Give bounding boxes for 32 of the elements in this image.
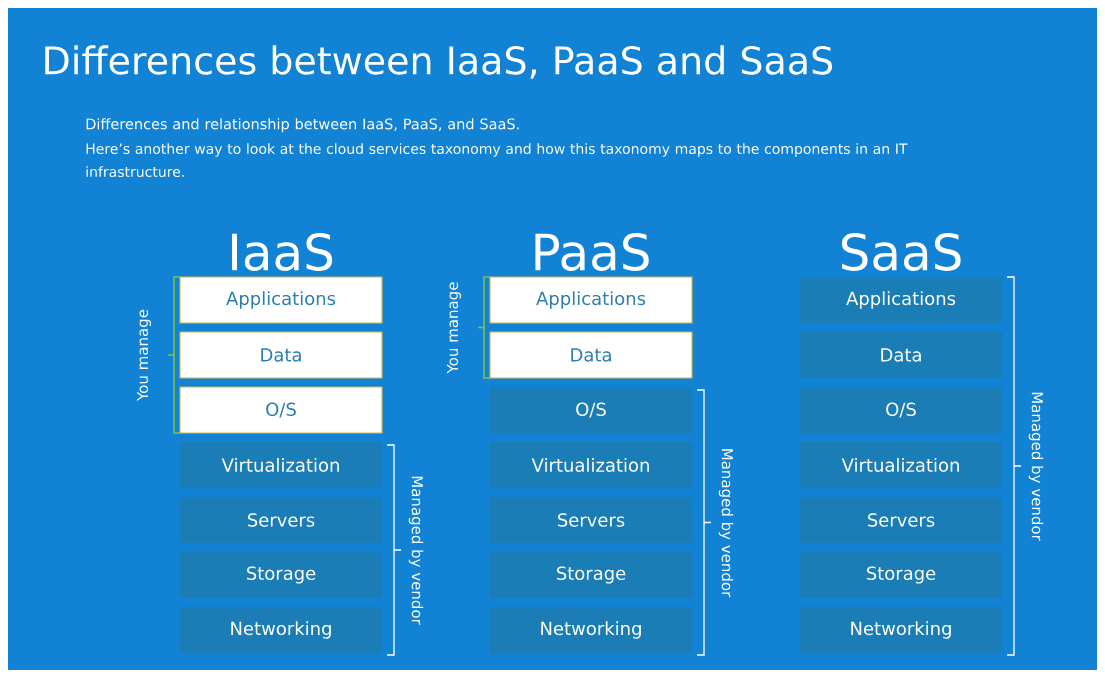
layer-box: Servers	[800, 497, 1002, 543]
layer-box: Applications	[179, 276, 383, 324]
layer-box: Data	[800, 332, 1002, 378]
title: Differences between IaaS, PaaS and SaaS	[45, 45, 833, 79]
bracket-label: Managed by vendor	[408, 476, 424, 625]
layer-box: Applications	[800, 277, 1002, 323]
layer-box: O/S	[490, 387, 692, 433]
layer-box: Storage	[800, 552, 1002, 598]
column-heading: SaaS	[841, 233, 961, 271]
layer-box: Applications	[489, 276, 693, 324]
column-heading: IaaS	[232, 233, 333, 271]
column-heading: PaaS	[535, 233, 649, 271]
subtitle: Differences and relationship between IaaS, PaaS, and SaaS.	[86, 118, 519, 133]
layer-box: Networking	[800, 607, 1002, 653]
layer-box: Servers	[180, 497, 382, 543]
bracket-label: Managed by vendor	[1028, 392, 1044, 541]
bracket-label: Managed by vendor	[718, 449, 734, 598]
layer-box: O/S	[179, 386, 383, 434]
bracket-label: You manage	[137, 309, 152, 401]
layer-box: Data	[489, 331, 693, 379]
layer-box: Data	[179, 331, 383, 379]
layer-box: Virtualization	[800, 442, 1002, 488]
description: Here’s another way to look at the cloud services taxonomy and how this taxonomy maps to the components in an IT infrastructure.	[86, 143, 908, 178]
layer-box: Virtualization	[180, 442, 382, 488]
layer-box: Virtualization	[490, 442, 692, 488]
layer-box: Networking	[180, 607, 382, 653]
bracket-label: You manage	[447, 282, 462, 374]
layer-box: O/S	[800, 387, 1002, 433]
layer-box: Servers	[490, 497, 692, 543]
layer-box: Storage	[490, 552, 692, 598]
layer-box: Networking	[490, 607, 692, 653]
layer-box: Storage	[180, 552, 382, 598]
